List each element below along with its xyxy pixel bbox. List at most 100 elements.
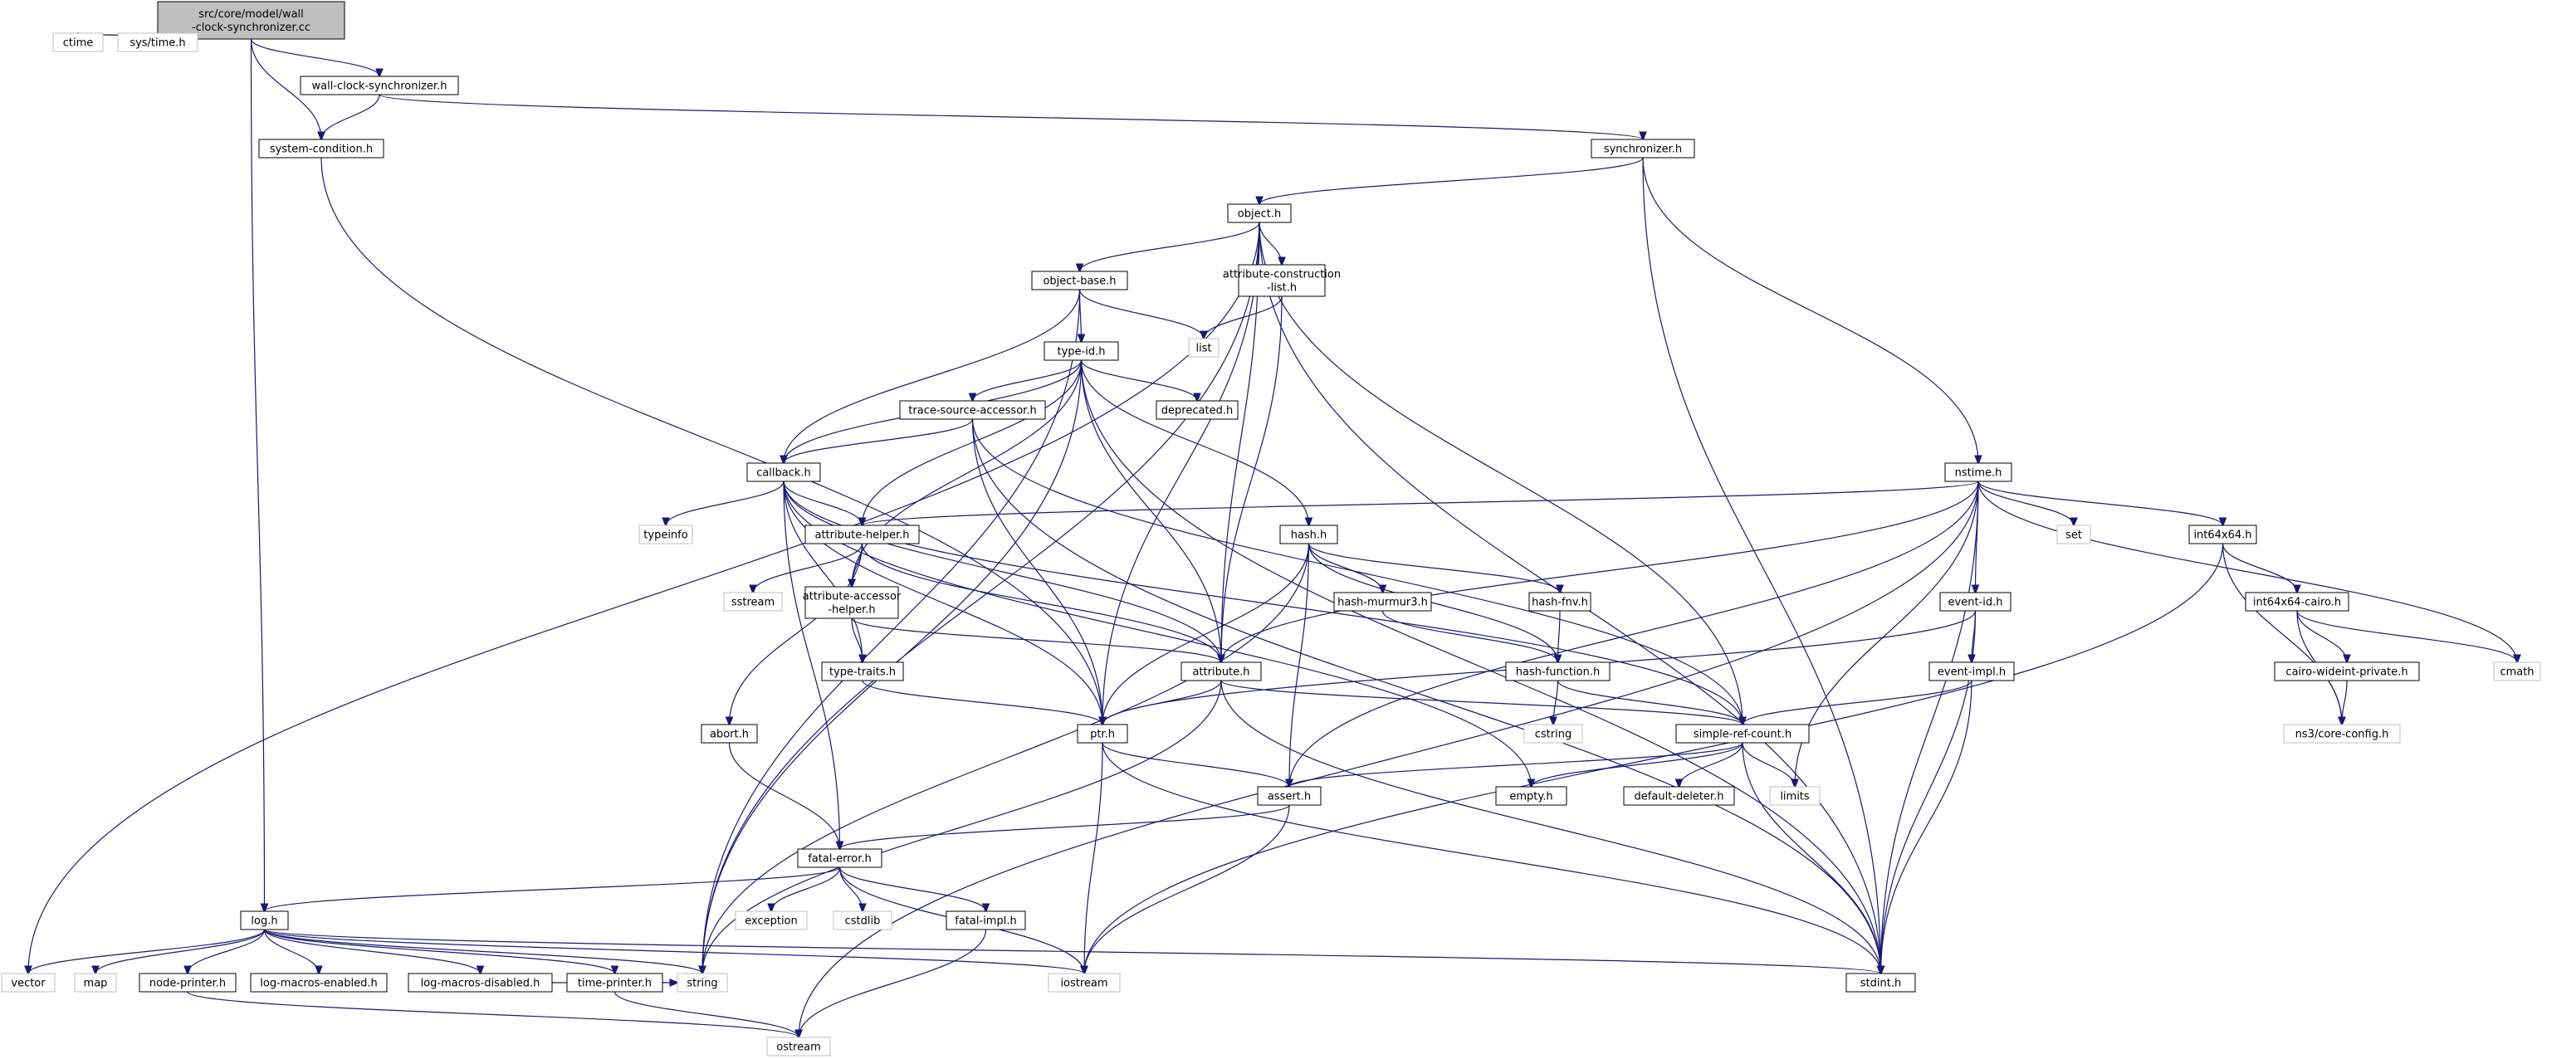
edge-nstime-to-ostream <box>799 481 1979 1037</box>
node-box <box>1623 786 1735 806</box>
edge-attrhelper-to-attribute <box>861 543 1222 662</box>
node-label: abort.h <box>710 729 749 741</box>
node-box <box>804 525 920 544</box>
node-murmur[interactable]: hash-murmur3.h <box>1333 592 1432 612</box>
node-label: cmath <box>2500 666 2534 679</box>
edge-objbase-to-string <box>702 289 1081 974</box>
node-attracc[interactable]: attribute-accessor-helper.h <box>803 586 902 619</box>
node-box <box>701 724 758 744</box>
node-box <box>1077 724 1128 744</box>
edge-callback-to-ptr <box>783 481 1102 725</box>
node-cstdlib: cstdlib <box>833 910 892 930</box>
node-box <box>408 973 553 993</box>
edge-typeid-to-deprecated <box>1080 359 1198 401</box>
node-box <box>899 400 1046 420</box>
node-box <box>1944 462 2012 482</box>
node-typetraits[interactable]: type-traits.h <box>821 661 904 681</box>
edge-objbase-to-list <box>1078 289 1205 339</box>
node-hash[interactable]: hash.h <box>1279 525 1338 544</box>
node-simpleref[interactable]: simple-ref-count.h <box>1675 724 1810 744</box>
node-attrcons[interactable]: attribute-construction-list.h <box>1223 264 1341 297</box>
node-label: log.h <box>251 915 277 928</box>
edge-callback-to-attribute <box>783 481 1221 662</box>
node-box <box>1528 592 1591 612</box>
node-fatalimpl[interactable]: fatal-impl.h <box>946 910 1026 930</box>
node-callback[interactable]: callback.h <box>746 462 821 482</box>
node-typeid[interactable]: type-id.h <box>1044 341 1119 361</box>
node-label: sstream <box>731 597 775 609</box>
edge-log-to-stdint <box>263 929 1881 974</box>
node-box <box>52 32 104 52</box>
node-box <box>946 910 1026 930</box>
node-logen[interactable]: log-macros-enabled.h <box>250 973 388 993</box>
node-defdel[interactable]: default-deleter.h <box>1623 786 1735 806</box>
node-box <box>677 973 728 993</box>
node-deprecated[interactable]: deprecated.h <box>1156 400 1239 420</box>
edge-simpleref-to-stdint <box>1742 742 1881 974</box>
node-set: set <box>2056 525 2091 544</box>
node-fnv[interactable]: hash-fnv.h <box>1528 592 1591 612</box>
node-label: -helper.h <box>828 604 875 617</box>
edge-assert-to-iostream <box>1084 804 1290 974</box>
node-label: ns3/core-config.h <box>2295 729 2389 741</box>
edge-nodeprinter-to-ostream <box>187 991 799 1037</box>
edge-objbase-to-callback <box>784 289 1081 463</box>
node-sync[interactable]: synchronizer.h <box>1591 139 1695 159</box>
node-box <box>1156 400 1239 420</box>
node-timeprinter[interactable]: time-printer.h <box>566 973 663 993</box>
edge-tracesrc-to-callback <box>784 418 974 463</box>
node-syscond[interactable]: system-condition.h <box>258 139 384 159</box>
node-object[interactable]: object.h <box>1227 203 1292 223</box>
node-cairowide[interactable]: cairo-wideint-private.h <box>2274 661 2420 681</box>
node-box <box>139 973 237 993</box>
node-attrhelper[interactable]: attribute-helper.h <box>804 525 920 544</box>
node-label: set <box>2065 530 2082 542</box>
node-label: log-macros-disabled.h <box>421 978 540 990</box>
node-label: hash-fnv.h <box>1532 597 1588 609</box>
node-label: object-base.h <box>1043 276 1116 288</box>
node-attribute[interactable]: attribute.h <box>1180 661 1262 681</box>
node-ptr[interactable]: ptr.h <box>1077 724 1128 744</box>
node-ostream: ostream <box>766 1037 831 1057</box>
node-exception: exception <box>735 910 808 930</box>
node-label: cairo-wideint-private.h <box>2285 666 2407 679</box>
node-string: string <box>677 973 728 993</box>
node-empty[interactable]: empty.h <box>1495 786 1567 806</box>
node-label: attribute-helper.h <box>814 530 909 542</box>
node-label: attribute.h <box>1192 666 1249 679</box>
node-cstring: cstring <box>1523 724 1583 744</box>
node-abort[interactable]: abort.h <box>701 724 758 744</box>
node-log[interactable]: log.h <box>240 910 289 930</box>
node-label: time-printer.h <box>578 978 652 990</box>
node-int64[interactable]: int64x64.h <box>2188 525 2257 544</box>
node-tracesrc[interactable]: trace-source-accessor.h <box>899 400 1046 420</box>
node-systime: sys/time.h <box>117 32 198 52</box>
node-box <box>821 661 904 681</box>
node-logdis[interactable]: log-macros-disabled.h <box>408 973 553 993</box>
node-int64cairo[interactable]: int64x64-cairo.h <box>2245 592 2349 612</box>
node-hashfunc[interactable]: hash-function.h <box>1505 661 1611 681</box>
node-eventimpl[interactable]: event-impl.h <box>1928 661 2015 681</box>
edge-hash-to-string <box>702 543 1310 974</box>
node-ctime: ctime <box>52 32 104 52</box>
node-objbase[interactable]: object-base.h <box>1031 271 1128 290</box>
node-assert[interactable]: assert.h <box>1257 786 1322 806</box>
node-wallclock[interactable]: wall-clock-synchronizer.h <box>300 76 459 95</box>
node-nstime[interactable]: nstime.h <box>1944 462 2012 482</box>
edge-object-to-objbase <box>1080 222 1260 271</box>
edge-tracesrc-to-stdint <box>971 418 1881 974</box>
node-label: fatal-impl.h <box>955 915 1016 928</box>
edge-int64cairo-to-cmath <box>2296 610 2517 662</box>
edge-attracc-to-typetraits <box>851 617 863 662</box>
node-box <box>1928 661 2015 681</box>
edge-root-to-log <box>250 38 265 911</box>
node-stdint[interactable]: stdint.h <box>1845 973 1916 993</box>
edge-log-to-map <box>95 929 266 974</box>
node-nodeprinter[interactable]: node-printer.h <box>139 973 237 993</box>
node-label: trace-source-accessor.h <box>908 405 1036 417</box>
node-fatalerr[interactable]: fatal-error.h <box>797 848 882 868</box>
node-eventid[interactable]: event-id.h <box>1939 592 2011 612</box>
edge-callback-to-typetraits <box>783 481 863 662</box>
node-box <box>1333 592 1432 612</box>
